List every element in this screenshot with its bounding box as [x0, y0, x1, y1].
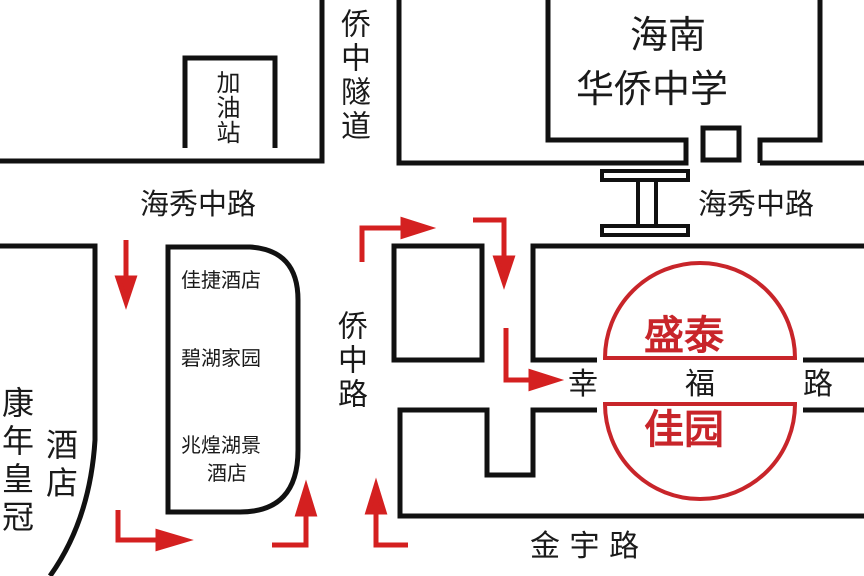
road-label-xingfu-1: 幸 [568, 367, 598, 402]
destination-name-top: 盛泰 [644, 313, 724, 359]
place-kangnian-lower: 皇冠 [0, 462, 35, 538]
place-zhaohuang-2: 酒店 [207, 461, 247, 485]
place-school-line2: 华侨中学 [576, 67, 729, 111]
block-east-lower [397, 407, 864, 519]
road-label-xingfu-3: 路 [803, 367, 833, 402]
road-label-haixiu-east: 海秀中路 [698, 187, 815, 221]
place-kangnian-upper: 康年 [0, 386, 35, 462]
block-east-upper [530, 243, 864, 363]
place-school-line1: 海南 [630, 13, 707, 57]
road-label-qiaozhong-tunnel: 侨中隧道 [335, 8, 370, 144]
school-gate [700, 125, 742, 163]
block-island [165, 244, 301, 515]
place-jiajie-hotel: 佳捷酒店 [181, 268, 261, 292]
block-school [396, 0, 864, 166]
block-west [0, 243, 98, 576]
road-label-jinyu: 金 宇 路 [530, 529, 640, 564]
road-label-qiaozhong-road: 侨中路 [332, 310, 367, 412]
gas-station-outline [182, 55, 278, 148]
place-bihu: 碧湖家园 [181, 346, 261, 370]
place-gas-station: 加油站 [212, 70, 240, 145]
block-small [391, 243, 485, 363]
route-arrows [114, 216, 565, 552]
place-kangnian-hotel: 酒店 [41, 428, 79, 504]
destination-circle [602, 261, 798, 501]
destination-name-bottom: 佳园 [644, 407, 724, 453]
pedestrian-bridge [600, 169, 690, 237]
road-label-xingfu-2: 福 [685, 367, 715, 402]
place-zhaohuang-1: 兆煌湖景 [181, 433, 261, 457]
block-top-left [0, 0, 325, 164]
road-label-haixiu-west: 海秀中路 [140, 187, 257, 221]
